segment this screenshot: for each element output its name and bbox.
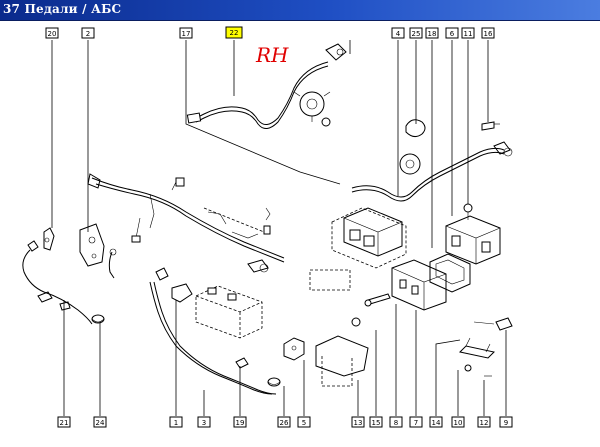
callout-bottom-15[interactable]: 15 [369, 416, 383, 428]
callout-top-25[interactable]: 25 [409, 27, 423, 39]
callout-top-4[interactable]: 4 [391, 27, 405, 39]
callout-bottom-5[interactable]: 5 [297, 416, 311, 428]
bracket-13 [315, 317, 369, 387]
bolt-8 [364, 293, 391, 307]
svg-text:22: 22 [230, 29, 239, 37]
svg-text:15: 15 [372, 419, 381, 427]
rear-sensor-cable-22 [186, 43, 347, 129]
callout-top-2[interactable]: 2 [81, 27, 95, 39]
sensor-19 [235, 357, 249, 369]
callout-top-22-highlighted[interactable]: 22 [225, 26, 243, 39]
abs-modulator-dashed [309, 207, 407, 291]
left-sensor-grommet [91, 314, 105, 324]
window-title: 37 Педали / АБС [3, 2, 122, 16]
svg-text:1: 1 [174, 419, 178, 427]
abs-control-unit-6 [445, 215, 501, 265]
svg-text:4: 4 [396, 30, 401, 38]
callout-bottom-19[interactable]: 19 [233, 416, 247, 428]
callout-bottom-24[interactable]: 24 [93, 416, 107, 428]
gasket-18 [429, 253, 471, 293]
callout-bottom-1[interactable]: 1 [169, 416, 183, 428]
grommet-26 [267, 377, 281, 387]
window-title-bar[interactable]: 37 Педали / АБС [0, 0, 600, 21]
callout-top-6[interactable]: 6 [445, 27, 459, 39]
callout-top-18[interactable]: 18 [425, 27, 439, 39]
exploded-parts-diagram: RH [22, 26, 513, 428]
rear-right-hub [399, 153, 421, 175]
rear-right-sensor-cable [351, 141, 513, 202]
svg-text:17: 17 [182, 30, 191, 38]
svg-text:13: 13 [354, 419, 363, 427]
svg-text:16: 16 [484, 30, 493, 38]
svg-text:6: 6 [450, 30, 455, 38]
callout-bottom-3[interactable]: 3 [197, 416, 211, 428]
callout-bottom-14[interactable]: 14 [429, 416, 443, 428]
callout-bottom-12[interactable]: 12 [477, 416, 491, 428]
svg-text:10: 10 [454, 419, 463, 427]
bracket-10 [458, 337, 496, 377]
callout-bottom-8[interactable]: 8 [389, 416, 403, 428]
svg-text:5: 5 [302, 419, 306, 427]
callout-bottom-7[interactable]: 7 [409, 416, 423, 428]
svg-text:20: 20 [48, 30, 57, 38]
callout-bottom-21[interactable]: 21 [57, 416, 71, 428]
abs-wiring-harness [87, 173, 285, 273]
svg-text:2: 2 [86, 30, 90, 38]
left-sensor-lead [108, 248, 117, 279]
rh-annotation: RH [255, 43, 289, 67]
svg-text:3: 3 [202, 419, 206, 427]
callout-top-11[interactable]: 11 [461, 27, 475, 39]
left-abs-sensor-cable [22, 240, 93, 325]
svg-text:21: 21 [60, 419, 69, 427]
nut-9 [473, 317, 513, 331]
svg-text:19: 19 [236, 419, 245, 427]
svg-text:11: 11 [464, 30, 473, 38]
left-bracket-plate [79, 223, 105, 267]
callout-bottom-26[interactable]: 26 [277, 416, 291, 428]
sensor-clip-25 [405, 119, 426, 138]
ecu-7 [391, 259, 447, 311]
svg-text:25: 25 [412, 30, 421, 38]
svg-text:26: 26 [280, 419, 289, 427]
callout-bottom-13[interactable]: 13 [351, 416, 365, 428]
svg-text:9: 9 [504, 419, 508, 427]
callout-bottom-10[interactable]: 10 [451, 416, 465, 428]
svg-text:24: 24 [96, 419, 105, 427]
screw-11 [463, 203, 473, 220]
svg-text:8: 8 [394, 419, 398, 427]
sensor-cable-1 [149, 267, 277, 395]
svg-text:7: 7 [414, 419, 418, 427]
callout-top-20[interactable]: 20 [45, 27, 59, 39]
callout-top-17[interactable]: 17 [179, 27, 193, 39]
svg-text:12: 12 [480, 419, 489, 427]
svg-text:18: 18 [428, 30, 437, 38]
bolt-16 [481, 121, 500, 131]
rear-hub-sensor-ring [293, 91, 331, 127]
svg-text:14: 14 [432, 419, 441, 427]
battery-outline [195, 285, 263, 339]
left-sensor-bracket [43, 227, 55, 251]
connector-5 [283, 337, 305, 361]
callout-bottom-9[interactable]: 9 [499, 416, 513, 428]
callout-top-16[interactable]: 16 [481, 27, 495, 39]
